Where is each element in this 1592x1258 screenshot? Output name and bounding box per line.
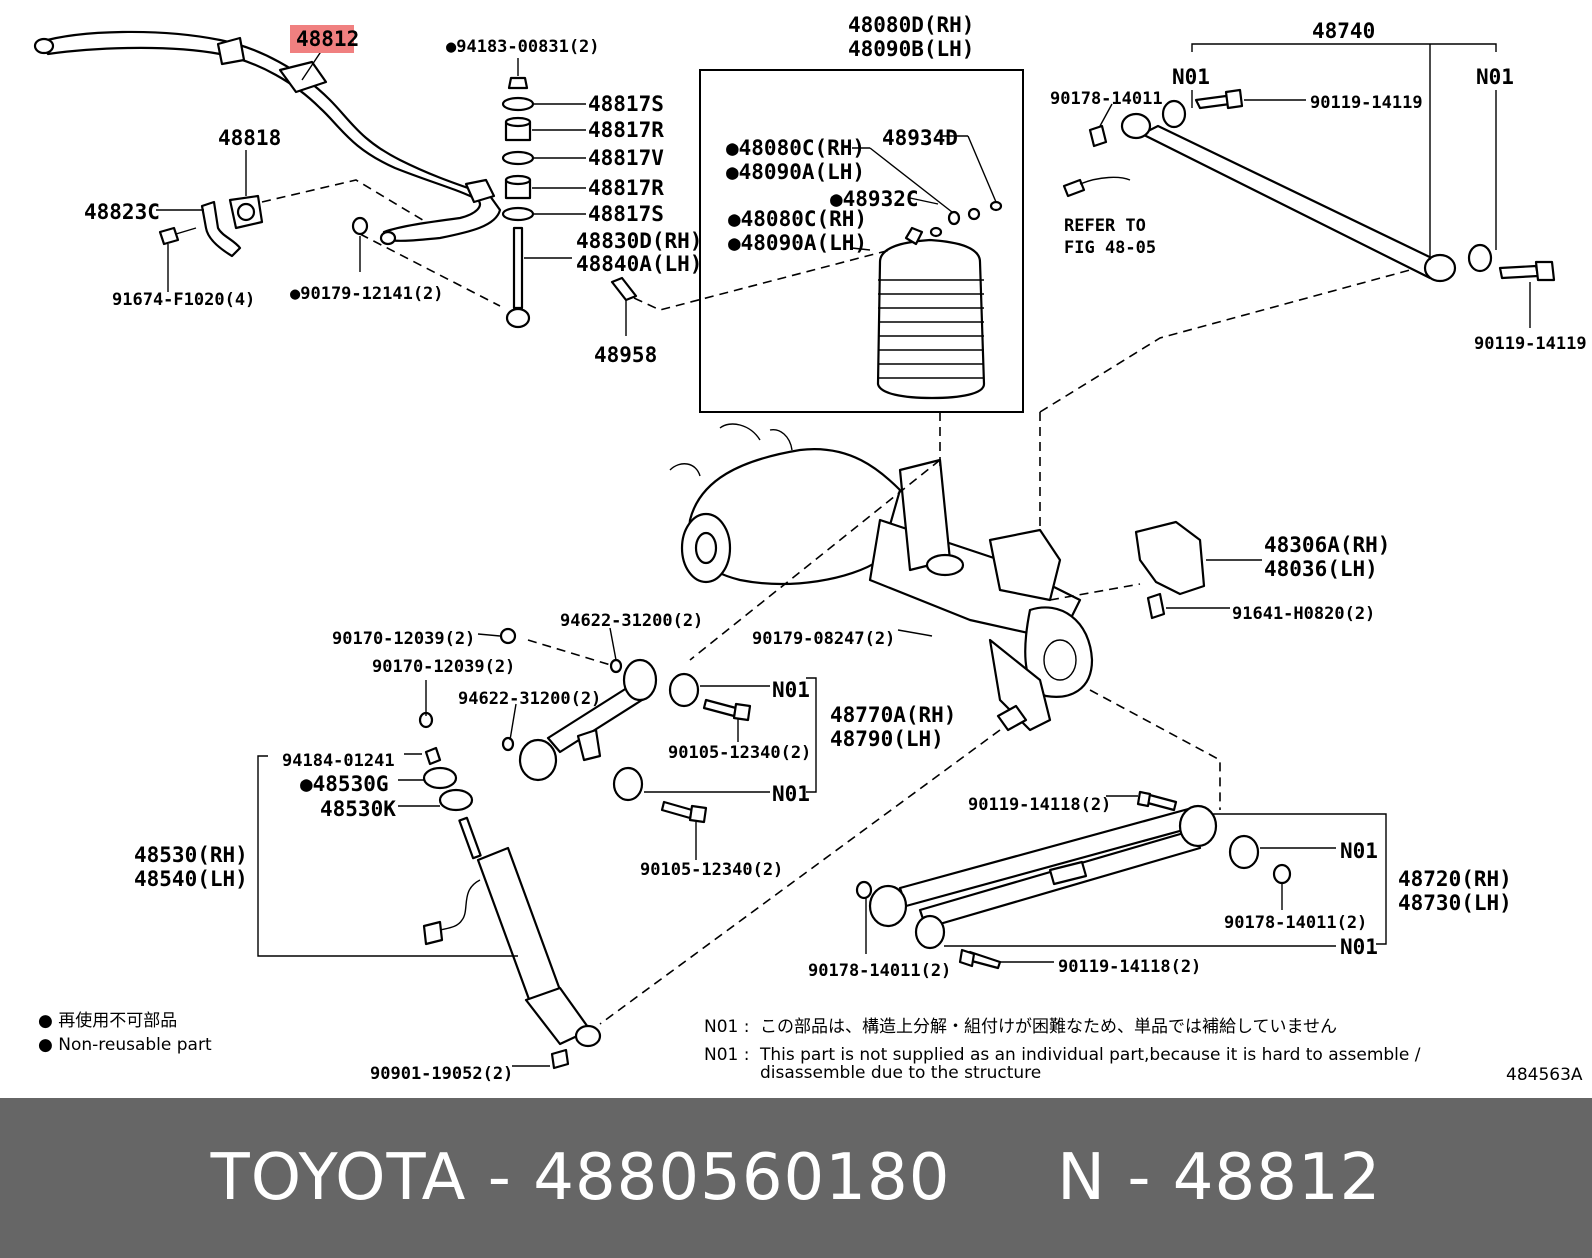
label-48080C-top[interactable]: ●48080C(RH) — [726, 136, 865, 160]
label-48540[interactable]: 48540(LH) — [134, 867, 248, 891]
parts-diagram: 48812 ●94183-00831(2) 48817S 48817R 4881… — [33, 13, 1587, 1085]
label-90119-14118-top[interactable]: 90119-14118(2) — [968, 795, 1111, 815]
label-48530[interactable]: 48530(RH) — [134, 843, 248, 867]
label-90170-12039-top[interactable]: 90170-12039(2) — [332, 629, 475, 649]
label-90179-12141[interactable]: ●90179-12141(2) — [290, 284, 444, 304]
notes: N01 : この部品は、構造上分解・組付けが困難なため、単品では補給していません… — [704, 1017, 1421, 1083]
label-90119-14119-right[interactable]: 90119-14119 — [1474, 334, 1587, 354]
label-n01-upper-arm-a[interactable]: N01 — [772, 678, 810, 702]
label-48090A-bottom[interactable]: ●48090A(LH) — [728, 231, 867, 255]
stabilizer-bushing-drawing — [158, 194, 369, 258]
axle-housing-drawing — [669, 423, 1094, 732]
label-48817S-top[interactable]: 48817S — [588, 92, 664, 116]
label-48090B[interactable]: 48090B(LH) — [848, 37, 974, 61]
note-en-text-2: disassemble due to the structure — [760, 1063, 1041, 1083]
label-48823C[interactable]: 48823C — [84, 200, 160, 224]
label-48817R-top[interactable]: 48817R — [588, 118, 664, 142]
lower-arm-drawing — [855, 790, 1292, 970]
assembly-lines — [261, 179, 1411, 1025]
label-48958[interactable]: 48958 — [594, 343, 657, 367]
label-n01-rod-left[interactable]: N01 — [1172, 65, 1210, 89]
label-48770A[interactable]: 48770A(RH) — [830, 703, 956, 727]
legend: ● 再使用不可部品 ● Non-reusable part — [38, 1010, 212, 1055]
stabilizer-bar-drawing — [33, 30, 502, 246]
label-91641-H0820[interactable]: 91641-H0820(2) — [1232, 604, 1375, 624]
callout-labels: 48812 ●94183-00831(2) 48817S 48817R 4881… — [84, 13, 1587, 1085]
label-94622-31200-bottom[interactable]: 94622-31200(2) — [458, 689, 601, 709]
note-en-code: N01 : — [704, 1045, 749, 1065]
shock-absorber-drawing — [422, 746, 602, 1070]
label-90105-12340-bottom[interactable]: 90105-12340(2) — [640, 860, 783, 880]
label-90901-19052[interactable]: 90901-19052(2) — [370, 1064, 513, 1084]
label-90179-08247[interactable]: 90179-08247(2) — [752, 629, 895, 649]
label-90119-14118-bottom[interactable]: 90119-14118(2) — [1058, 957, 1201, 977]
label-90105-12340-top[interactable]: 90105-12340(2) — [668, 743, 811, 763]
note-jp-code: N01 : — [704, 1017, 749, 1037]
label-48840A[interactable]: 48840A(LH) — [576, 252, 702, 276]
label-48932C[interactable]: ●48932C — [830, 187, 919, 211]
label-94622-31200-top[interactable]: 94622-31200(2) — [560, 611, 703, 631]
label-48812[interactable]: 48812 — [296, 27, 359, 51]
label-48306A[interactable]: 48306A(RH) — [1264, 533, 1390, 557]
label-48830D[interactable]: 48830D(RH) — [576, 229, 702, 253]
label-48934D[interactable]: 48934D — [882, 126, 958, 150]
label-90178-14011-left[interactable]: 90178-14011(2) — [808, 961, 951, 981]
label-n01-rod-right[interactable]: N01 — [1476, 65, 1514, 89]
label-90178-14011-right[interactable]: 90178-14011(2) — [1224, 913, 1367, 933]
label-48817R-bottom[interactable]: 48817R — [588, 176, 664, 200]
stabilizer-link-drawing — [501, 76, 638, 329]
label-90170-12039-bottom[interactable]: 90170-12039(2) — [372, 657, 515, 677]
label-94183-00831[interactable]: ●94183-00831(2) — [446, 37, 600, 57]
label-90119-14119-top[interactable]: 90119-14119 — [1310, 93, 1423, 113]
note-jp-text: この部品は、構造上分解・組付けが困難なため、単品では補給していません — [760, 1017, 1337, 1037]
label-48090A-top[interactable]: ●48090A(LH) — [726, 160, 865, 184]
label-91674-F1020[interactable]: 91674-F1020(4) — [112, 290, 255, 310]
label-48036[interactable]: 48036(LH) — [1264, 557, 1378, 581]
label-48530K[interactable]: 48530K — [320, 797, 396, 821]
footer-bar: TOYOTA - 4880560180 N - 48812 — [0, 1098, 1592, 1258]
label-n01-upper-arm-b[interactable]: N01 — [772, 782, 810, 806]
label-90178-14011-top[interactable]: 90178-14011 — [1050, 89, 1163, 109]
label-48720[interactable]: 48720(RH) — [1398, 867, 1512, 891]
legend-en: ● Non-reusable part — [38, 1035, 212, 1055]
diagram-id: 484563A — [1506, 1065, 1583, 1085]
label-48817V[interactable]: 48817V — [588, 146, 664, 170]
label-refer-to[interactable]: REFER TO — [1064, 216, 1146, 236]
air-spring-box — [699, 69, 1024, 413]
highlight-48812 — [290, 25, 354, 53]
label-48730[interactable]: 48730(LH) — [1398, 891, 1512, 915]
upper-arm-drawing — [418, 627, 752, 824]
label-48790[interactable]: 48790(LH) — [830, 727, 944, 751]
legend-jp: ● 再使用不可部品 — [38, 1010, 177, 1031]
label-fig-48-05[interactable]: FIG 48-05 — [1064, 238, 1156, 258]
lateral-rod-drawing — [1062, 88, 1556, 283]
label-48817S-bottom[interactable]: 48817S — [588, 202, 664, 226]
label-n01-lower-arm-b[interactable]: N01 — [1340, 935, 1378, 959]
label-48080D[interactable]: 48080D(RH) — [848, 13, 974, 37]
bracket-drawing — [1134, 520, 1206, 620]
leader-lines — [156, 43, 1531, 1067]
label-48740[interactable]: 48740 — [1312, 19, 1375, 43]
note-en-text-1: This part is not supplied as an individu… — [759, 1045, 1421, 1065]
footer-part-number: TOYOTA - 4880560180 N - 48812 — [210, 1141, 1382, 1215]
label-94184-01241[interactable]: 94184-01241 — [282, 751, 395, 771]
label-n01-lower-arm-a[interactable]: N01 — [1340, 839, 1378, 863]
label-48080C-bottom[interactable]: ●48080C(RH) — [728, 207, 867, 231]
air-spring-drawing — [876, 200, 1003, 400]
label-48530G[interactable]: ●48530G — [300, 772, 389, 796]
label-48818[interactable]: 48818 — [218, 126, 281, 150]
